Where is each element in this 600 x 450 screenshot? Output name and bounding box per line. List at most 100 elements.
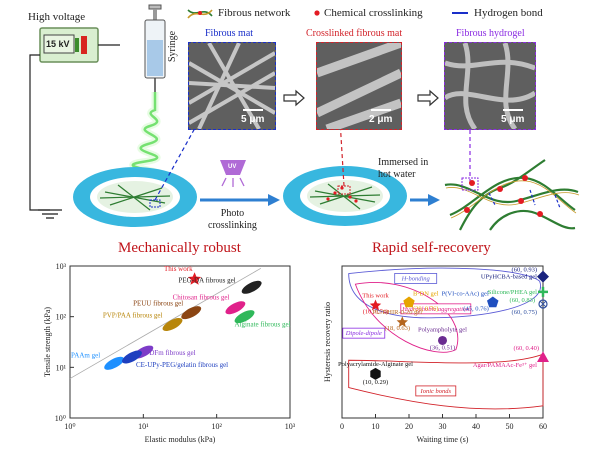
point-coord-2: (18, 0.63) <box>385 325 410 332</box>
point-7 <box>538 286 548 297</box>
y-tick-label: 10⁰ <box>55 414 66 423</box>
x-axis-label: Elastic modulus (kPa) <box>145 435 216 444</box>
right-chart-title: Rapid self-recovery <box>372 240 491 256</box>
x-tick-label: 50 <box>506 422 514 431</box>
annotation-1: Hydrophobic aggregation <box>401 306 469 313</box>
scale-label-1: 5 μm <box>241 114 265 125</box>
schematic-svg <box>29 4 580 231</box>
point-label-2: PU/DHIR-0-20 gel <box>372 309 422 316</box>
x-tick-label: 10¹ <box>138 422 149 431</box>
left-chart-title: Mechanically robust <box>118 240 241 256</box>
point-1 <box>241 280 262 294</box>
point-label-6: UPyHCBA-based gel <box>481 274 537 281</box>
sem-fibers <box>445 43 535 129</box>
point-4 <box>181 306 202 320</box>
annotation-box-0 <box>394 273 438 284</box>
sem-fibers <box>189 43 275 129</box>
collector-2 <box>283 166 407 226</box>
collector-1 <box>73 167 197 227</box>
panel-title-crosslinked: Crosslinked fibrous mat <box>306 28 403 39</box>
point-label-7: Silicone/PHEA gel <box>488 289 537 296</box>
ground-icon <box>38 209 62 219</box>
uv-label: UV <box>228 164 237 170</box>
point-3 <box>234 310 255 324</box>
point-label-0: This work <box>164 265 193 273</box>
point-label-4: PEUU fibrous gel <box>133 300 183 308</box>
syringe-label: Syringe <box>167 30 178 62</box>
power-supply <box>39 27 99 63</box>
x-tick-label: 10² <box>211 422 222 431</box>
point-label-3: Polyampholyte gel <box>418 326 467 333</box>
point-8 <box>538 299 548 309</box>
point-label-2: Chitosan fibrous gel <box>173 294 230 302</box>
x-tick-label: 10³ <box>285 422 296 431</box>
annotation-2: Dipole-dipole <box>345 330 382 337</box>
hydrophobic-region <box>354 282 459 353</box>
y-tick-label: 10² <box>56 313 67 322</box>
point-label-1: B-DN gel <box>413 290 439 297</box>
point-4 <box>370 367 381 380</box>
point-label-1: PEG-DA fibrous gel <box>178 276 235 284</box>
x-tick-label: 60 <box>539 422 547 431</box>
x-axis-label: Waiting time (s) <box>417 435 469 444</box>
sem-image-fibrous-mat: 5 μm <box>188 42 276 130</box>
point-label-3: Alginate fibrous gel <box>235 321 291 329</box>
photo-crosslinking-label: Photo crosslinking <box>208 208 257 231</box>
x-tick-label: 30 <box>439 422 447 431</box>
point-8 <box>122 350 142 364</box>
sem-image-crosslinked: 2 μm <box>316 42 402 130</box>
sem-image-hydrogel: 5 μm <box>444 42 536 130</box>
point-coord-0: (10, 0.74) <box>363 309 388 316</box>
point-label-0: This work <box>362 293 389 300</box>
point-5 <box>162 317 183 332</box>
y-axis-label: Tensile strength (kPa) <box>43 307 52 377</box>
annotation-box-2 <box>342 327 386 339</box>
point-coord-7: (60, 0.83) <box>510 297 535 304</box>
crosslink-dot-icon <box>314 10 320 16</box>
annotation-0: H-bonding <box>401 275 431 282</box>
panel-title-hydrogel: Fibrous hydrogel <box>456 28 525 39</box>
high-voltage-label: High voltage <box>28 11 86 23</box>
point-label-4: Polyacrylamide-Alginate gel <box>338 361 413 368</box>
legend-chemical-crosslinking: Chemical crosslinking <box>324 7 423 19</box>
point-9 <box>537 351 549 362</box>
x-tick-label: 0 <box>340 422 344 431</box>
ionic-region <box>348 353 544 410</box>
point-7 <box>104 356 125 370</box>
point-8-mark <box>539 300 547 308</box>
hydrogel-network <box>444 159 580 231</box>
point-label-5: P(VI-co-AAc) gel <box>442 290 489 297</box>
point-coord-4: (10, 0.29) <box>363 379 388 386</box>
annotation-box-3 <box>415 385 457 397</box>
syringe-icon <box>144 4 166 92</box>
point-coord-8: (60, 0.75) <box>512 309 537 316</box>
x-tick-label: 10⁰ <box>64 422 75 431</box>
point-label-8: CE-UPy-PEG/gelatin fibrous gel <box>136 361 228 369</box>
point-0 <box>369 299 382 311</box>
y-axis-label: Hysteresis recovery ratio <box>323 302 332 382</box>
voltage-value: 15 kV <box>46 39 70 49</box>
reference-line <box>69 267 262 379</box>
point-label-9: Agar/PAMAAc-Fe³⁺ gel <box>473 362 537 369</box>
point-1 <box>403 296 415 308</box>
plot-frame <box>69 265 291 419</box>
point-label-7: PAAm gel <box>71 351 100 359</box>
legend-fibrous-network: Fibrous network <box>218 7 291 19</box>
scale-label-2: 2 μm <box>369 114 393 125</box>
annotation-box-1 <box>400 303 472 315</box>
point-coord-9: (60, 0.40) <box>514 345 539 352</box>
annotation-3: Ionic bonds <box>420 388 452 395</box>
point-2 <box>396 316 408 328</box>
point-2 <box>225 301 246 315</box>
point-6 <box>537 270 549 283</box>
arrow-right-icon <box>283 89 439 107</box>
point-3 <box>438 335 447 345</box>
scale-label-3: 5 μm <box>501 114 525 125</box>
x-tick-label: 40 <box>472 422 480 431</box>
point-coord-6: (60, 0.93) <box>512 267 537 274</box>
point-coord-1: (20, 0.76) <box>413 305 438 312</box>
y-tick-label: 10¹ <box>56 363 67 372</box>
x-tick-label: 10 <box>372 422 380 431</box>
